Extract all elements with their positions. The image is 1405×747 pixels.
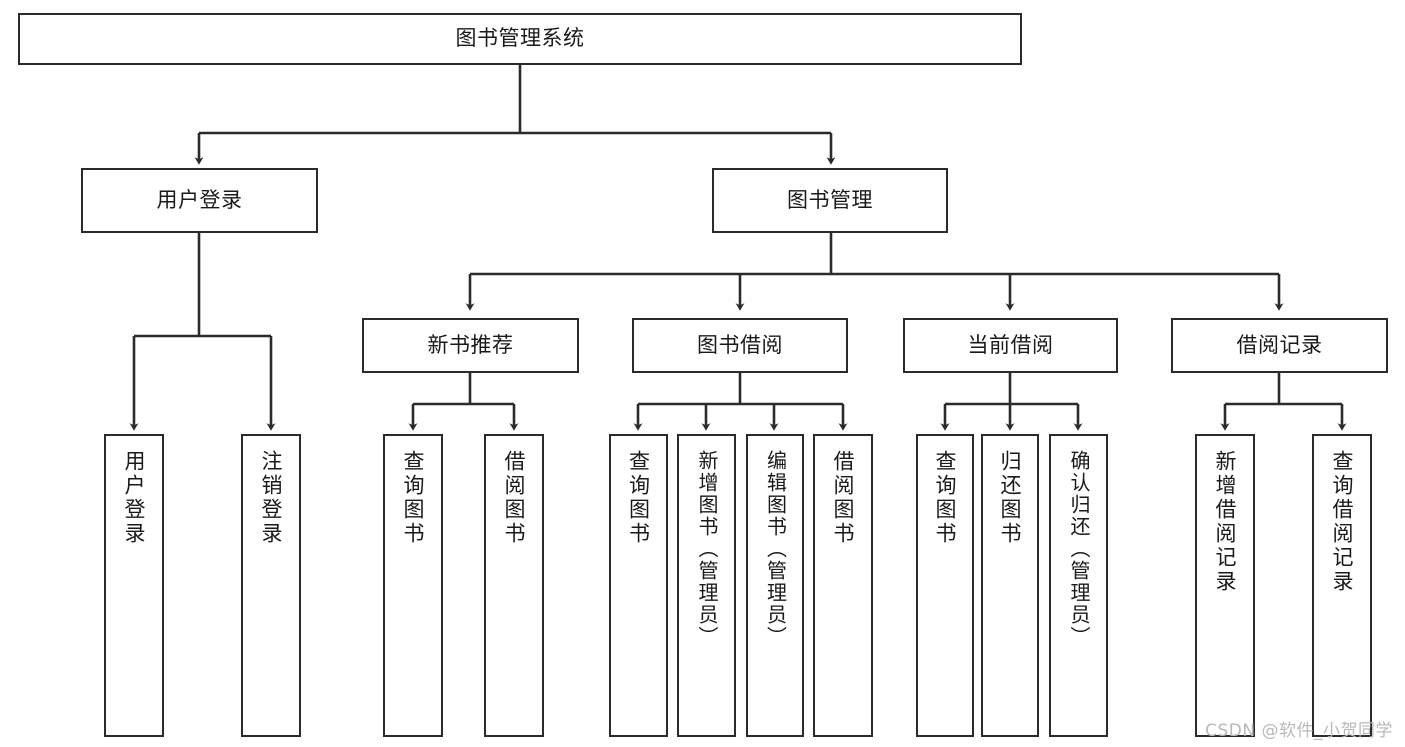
node-leaf-query-books-recommend[interactable]: 查询图书 (383, 434, 443, 737)
node-leaf-query-borrow-record[interactable]: 查询借阅记录 (1312, 434, 1372, 737)
node-label: 注销登录 (259, 450, 284, 546)
node-label: 借阅图书 (502, 450, 527, 546)
node-leaf-confirm-return-admin[interactable]: 确认归还（管理员） (1049, 434, 1108, 737)
node-leaf-borrow-books-recommend[interactable]: 借阅图书 (484, 434, 544, 737)
node-leaf-logout[interactable]: 注销登录 (241, 434, 301, 737)
node-label: 查询图书 (626, 450, 651, 546)
node-leaf-return-books[interactable]: 归还图书 (981, 434, 1039, 737)
node-book-management[interactable]: 图书管理 (712, 168, 948, 233)
node-leaf-edit-book-admin[interactable]: 编辑图书（管理员） (746, 434, 804, 737)
node-label: 新增借阅记录 (1213, 450, 1238, 594)
node-root-system[interactable]: 图书管理系统 (18, 13, 1022, 65)
node-label: 确认归还（管理员） (1067, 450, 1091, 648)
node-leaf-query-books-current[interactable]: 查询图书 (916, 434, 974, 737)
node-label: 图书管理系统 (455, 26, 585, 51)
node-label: 新书推荐 (427, 332, 514, 357)
node-leaf-query-books-borrow[interactable]: 查询图书 (609, 434, 668, 737)
node-current-borrowing[interactable]: 当前借阅 (903, 318, 1118, 373)
node-label: 查询借阅记录 (1330, 450, 1355, 594)
node-label: 用户登录 (122, 450, 147, 546)
node-label: 编辑图书（管理员） (763, 450, 788, 648)
node-label: 查询图书 (401, 450, 426, 546)
node-new-book-recommendation[interactable]: 新书推荐 (362, 318, 579, 373)
node-borrow-records[interactable]: 借阅记录 (1171, 318, 1388, 373)
node-label: 归还图书 (998, 450, 1023, 546)
node-label: 借阅记录 (1236, 332, 1323, 357)
node-user-login[interactable]: 用户登录 (81, 168, 318, 233)
node-leaf-add-book-admin[interactable]: 新增图书（管理员） (677, 434, 736, 737)
node-leaf-add-borrow-record[interactable]: 新增借阅记录 (1195, 434, 1255, 737)
node-leaf-borrow-books[interactable]: 借阅图书 (813, 434, 873, 737)
node-label: 新增图书（管理员） (695, 450, 719, 648)
node-label: 当前借阅 (967, 332, 1054, 357)
node-label: 查询图书 (933, 450, 958, 546)
node-label: 图书管理 (787, 187, 873, 212)
node-label: 图书借阅 (697, 332, 783, 357)
node-label: 用户登录 (156, 187, 243, 212)
node-leaf-user-login[interactable]: 用户登录 (104, 434, 164, 737)
csdn-watermark: CSDN @软件_小贺同学 (1205, 721, 1393, 741)
node-label: 借阅图书 (831, 450, 856, 546)
node-book-borrowing[interactable]: 图书借阅 (632, 318, 848, 373)
